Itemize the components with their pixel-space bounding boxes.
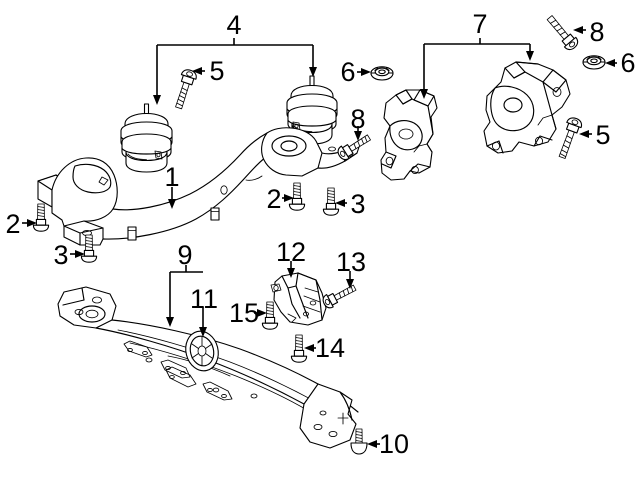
mount-nut-right <box>582 55 606 70</box>
callout-leader-9 <box>166 265 203 327</box>
callout-leader-5-left <box>192 67 205 75</box>
engine-mount-bolt-right <box>558 117 583 159</box>
callout-label-3-left: 3 <box>53 240 68 270</box>
callout-label-10: 10 <box>379 429 409 459</box>
engine-mount-bracket-right <box>483 61 571 154</box>
front-engine-crossmember <box>37 127 361 246</box>
rear-suspension-crossmember <box>57 286 359 449</box>
callout-label-2-center: 2 <box>266 184 281 214</box>
callout-leader-8-right <box>573 26 586 34</box>
callout-label-13: 13 <box>336 247 366 277</box>
callout-leader-15 <box>254 309 267 317</box>
callout-label-8-left: 8 <box>350 104 365 134</box>
callout-label-8-right: 8 <box>589 17 604 47</box>
callout-label-15: 15 <box>229 298 259 328</box>
callout-leader-6-right <box>605 59 617 67</box>
callout-leader-3-left <box>70 250 85 258</box>
callout-label-6-left: 6 <box>340 57 355 87</box>
callout-label-6-right: 6 <box>620 48 635 78</box>
callout-label-4: 4 <box>226 10 241 40</box>
callout-label-5-left: 5 <box>209 56 224 86</box>
callout-label-5-right: 5 <box>595 120 610 150</box>
callout-leader-7 <box>420 38 534 99</box>
callout-leader-3-right <box>335 199 347 207</box>
callout-label-11: 11 <box>190 284 218 314</box>
engine-mount-insulator-left <box>120 103 173 173</box>
engine-mount-insulator-right <box>286 75 338 145</box>
mount-bracket-bolt-left <box>337 134 371 161</box>
callout-leader-2-center <box>282 194 294 202</box>
callout-leader-6-left <box>357 68 371 76</box>
callout-label-7: 7 <box>472 9 487 39</box>
callout-leader-1 <box>168 187 176 209</box>
engine-mount-bolt-left <box>175 69 197 110</box>
callout-leader-13 <box>346 271 354 289</box>
callout-leader-10 <box>367 440 380 448</box>
callout-leader-4 <box>153 38 317 105</box>
crossmember-center-bushing <box>185 330 219 372</box>
mount-nut-left <box>370 66 394 81</box>
callout-leader-5-right <box>579 130 592 138</box>
engine-mount-bracket-left <box>380 89 438 181</box>
transmission-mount-bracket <box>270 272 327 326</box>
callout-leader-12 <box>287 261 295 278</box>
callout-leader-14 <box>304 344 316 352</box>
callout-label-9: 9 <box>177 240 192 270</box>
callout-leader-2-left <box>22 219 37 227</box>
callout-leader-11 <box>199 307 207 337</box>
callout-label-12: 12 <box>276 237 306 267</box>
callout-label-1: 1 <box>164 162 179 192</box>
mount-bracket-bolt-right <box>546 15 579 51</box>
callout-leader-8-left <box>354 126 362 141</box>
transmission-bracket-bolt-upper <box>322 284 357 309</box>
callout-label-14: 14 <box>315 333 345 363</box>
callout-label-3-right: 3 <box>350 189 365 219</box>
callout-label-2-left: 2 <box>5 209 20 239</box>
